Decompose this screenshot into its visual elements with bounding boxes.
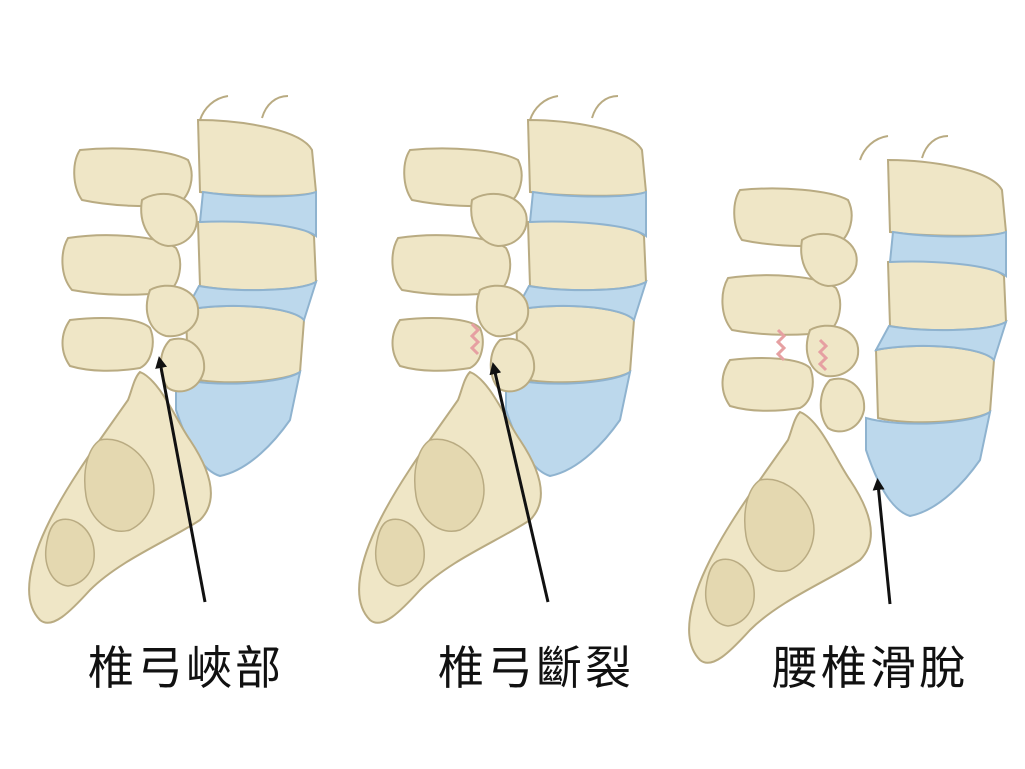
spine-illustration-normal — [28, 95, 317, 624]
arrow-slip — [872, 478, 892, 605]
fracture-mark — [775, 328, 787, 362]
caption-slip: 腰椎滑脫 — [772, 641, 968, 695]
spine-illustration-slip — [688, 135, 1007, 664]
caption-isthmus: 椎弓峽部 — [88, 641, 284, 695]
fracture-mark — [469, 322, 481, 356]
arrow-fracture — [489, 362, 550, 603]
caption-fracture: 椎弓斷裂 — [438, 641, 634, 695]
spine-illustration-fracture — [358, 95, 647, 624]
fracture-mark-2 — [817, 338, 829, 372]
arrow-isthmus — [155, 356, 207, 603]
